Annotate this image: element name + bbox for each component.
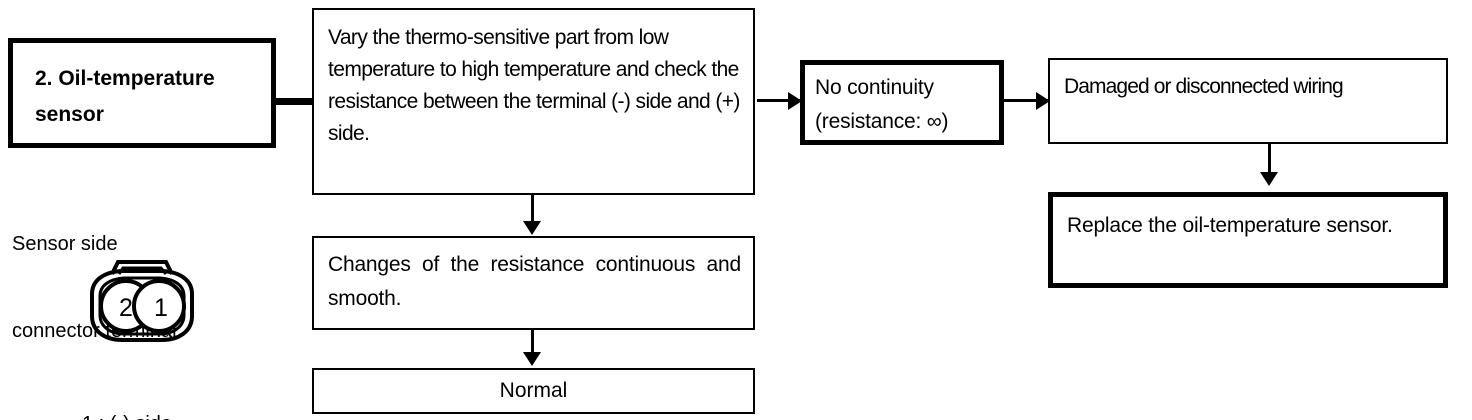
pin-legend-line1: 1 : (-) side — [82, 410, 177, 420]
connector-component-to-procedure — [272, 98, 316, 105]
connector-latch-outer — [110, 260, 174, 275]
connector-no-continuity-to-damaged-line — [1004, 99, 1050, 102]
normal-box-text: Normal — [499, 379, 568, 402]
component-box-line2: sensor — [35, 103, 104, 126]
component-box-line1: 2. Oil-temperature — [35, 67, 215, 90]
resistance-ok-box[interactable]: Changes of the resistance continuous and… — [312, 236, 755, 330]
pin-label-right: 1 — [154, 294, 168, 322]
connector-result-to-normal-line — [531, 330, 534, 356]
connector-procedure-to-no-continuity-line — [757, 99, 803, 102]
damaged-wiring-text: Damaged or disconnected wiring — [1064, 75, 1344, 98]
connector-result-to-normal-arrowhead — [523, 352, 541, 366]
damaged-wiring-box[interactable]: Damaged or disconnected wiring — [1048, 58, 1448, 144]
no-continuity-line1: No continuity — [815, 76, 934, 99]
pin-legend: 1 : (-) side 2 : (+) side — [82, 352, 177, 420]
pin-label-left: 2 — [119, 294, 133, 322]
no-continuity-box[interactable]: No continuity (resistance: ∞) — [800, 60, 1004, 145]
connector-damaged-to-replace-arrowhead — [1260, 172, 1278, 186]
connector-procedure-to-result-arrowhead — [523, 221, 541, 235]
normal-box[interactable]: Normal — [312, 368, 755, 414]
procedure-box-text: Vary the thermo-sensitive part from low … — [328, 26, 740, 145]
connector-procedure-to-result-line — [531, 195, 534, 225]
connector-svg: 2 1 — [90, 260, 194, 342]
connector-procedure-to-no-continuity-arrowhead — [788, 92, 802, 110]
component-box[interactable]: 2. Oil-temperature sensor — [8, 38, 276, 148]
replace-sensor-box[interactable]: Replace the oil-temperature sensor. — [1048, 192, 1448, 288]
resistance-ok-text: Changes of the resistance continuous and… — [328, 253, 741, 310]
connector-latch-inner — [117, 266, 168, 275]
connector-caption-line1: Sensor side — [12, 233, 118, 255]
connector-illustration: 2 1 — [78, 258, 206, 350]
connector-no-continuity-to-damaged-arrowhead — [1036, 92, 1050, 110]
procedure-box[interactable]: Vary the thermo-sensitive part from low … — [312, 8, 755, 195]
connector-damaged-to-replace-line — [1268, 144, 1271, 176]
replace-sensor-text: Replace the oil-temperature sensor. — [1067, 214, 1393, 237]
no-continuity-line2: (resistance: ∞) — [815, 110, 949, 133]
pin-circle-right — [132, 279, 186, 333]
